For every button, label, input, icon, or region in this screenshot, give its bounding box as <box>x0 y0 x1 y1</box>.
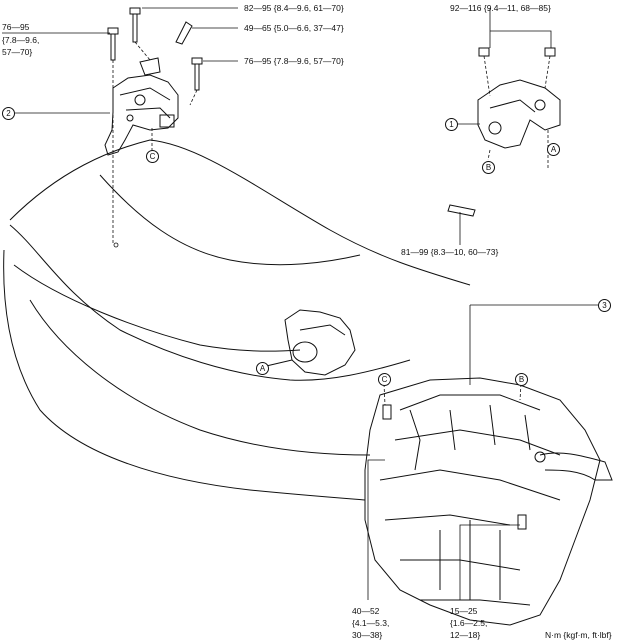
torque-label-76-right: 76—95 {7.8—9.6, 57—70} <box>244 56 344 66</box>
hood-curve <box>9 224 411 381</box>
units-label: N·m {kgf·m, ft·lbf} <box>545 630 612 640</box>
left-mount-shape <box>104 74 179 156</box>
leader-15 <box>459 524 520 600</box>
torque-label-76-left-line3: 57—70} <box>2 47 33 57</box>
body-outline-inner <box>9 139 471 286</box>
callout-c-engine: C <box>378 373 391 386</box>
hood-lower <box>13 264 301 352</box>
callout-a-right-mount: A <box>547 143 560 156</box>
right-mount-shape <box>477 79 561 149</box>
callout-2: 2 <box>2 107 15 120</box>
torque-label-49: 49—65 {5.0—6.6, 37—47} <box>244 23 344 33</box>
leader-3 <box>469 304 598 385</box>
body-outline-outer <box>3 249 366 501</box>
center-mount-shape <box>284 309 356 376</box>
callout-a-center-mount: A <box>256 362 269 375</box>
engine-outline <box>364 377 601 626</box>
torque-label-40-line1: 40—52 <box>352 606 380 616</box>
torque-label-40-line3: 30—38} <box>352 630 383 640</box>
torque-label-76-left-line2: {7.8—9.6, <box>2 35 40 45</box>
torque-label-76-left-line1: 76—95 <box>2 22 30 32</box>
leader-40 <box>367 459 385 600</box>
torque-label-82: 82—95 {8.4—9.6, 61—70} <box>244 3 344 13</box>
callout-1: 1 <box>445 118 458 131</box>
callout-b-right-mount: B <box>482 161 495 174</box>
torque-label-40-line2: {4.1—5.3, <box>352 618 390 628</box>
callout-c-left-mount: C <box>146 150 159 163</box>
leader-92 <box>489 8 552 48</box>
torque-label-92: 92—116 {9.4—11, 68—85} <box>450 3 551 13</box>
torque-label-81: 81—99 {8.3—10, 60—73} <box>401 247 499 257</box>
callout-b-engine: B <box>515 373 528 386</box>
torque-label-15-line2: {1.6—2.5, <box>450 618 488 628</box>
torque-label-15-line3: 12—18} <box>450 630 481 640</box>
torque-label-15-line1: 15—25 <box>450 606 478 616</box>
callout-3: 3 <box>598 299 611 312</box>
